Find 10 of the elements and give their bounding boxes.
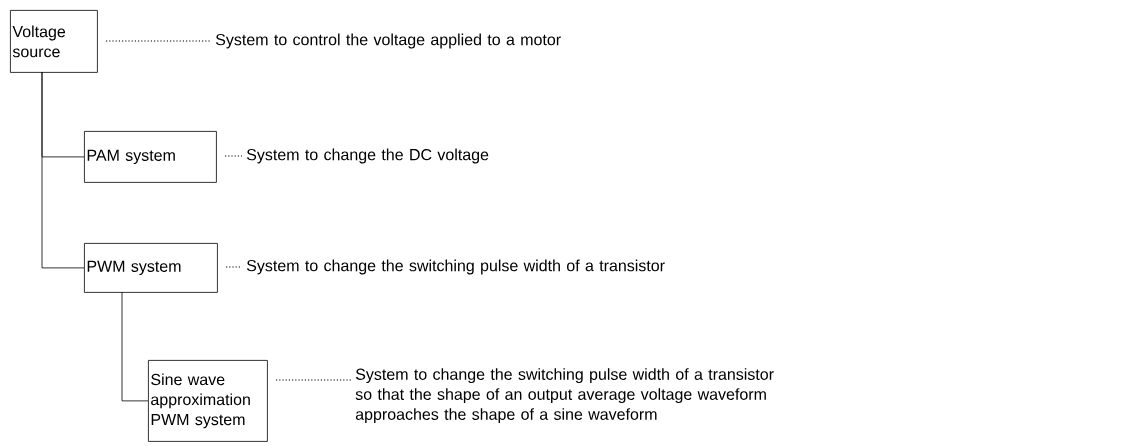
description-text: System to change the switching pulse width of a transistor [246, 259, 665, 275]
system-box: Sine wave approximation PWM system [148, 360, 268, 442]
connector-line [41, 71, 85, 269]
connector-line [121, 291, 149, 402]
system-box: PWM system [84, 243, 218, 293]
system-box: PAM system [84, 131, 217, 183]
system-box: Voltage source [10, 10, 98, 73]
description-text: System to control the voltage applied to a motor [215, 33, 561, 49]
description-text: System to change the switching pulse width of a transistor so that the shape of an output average voltage waveform approaches the shape of a sine waveform [355, 368, 774, 424]
description-text: System to change the DC voltage [246, 148, 489, 164]
